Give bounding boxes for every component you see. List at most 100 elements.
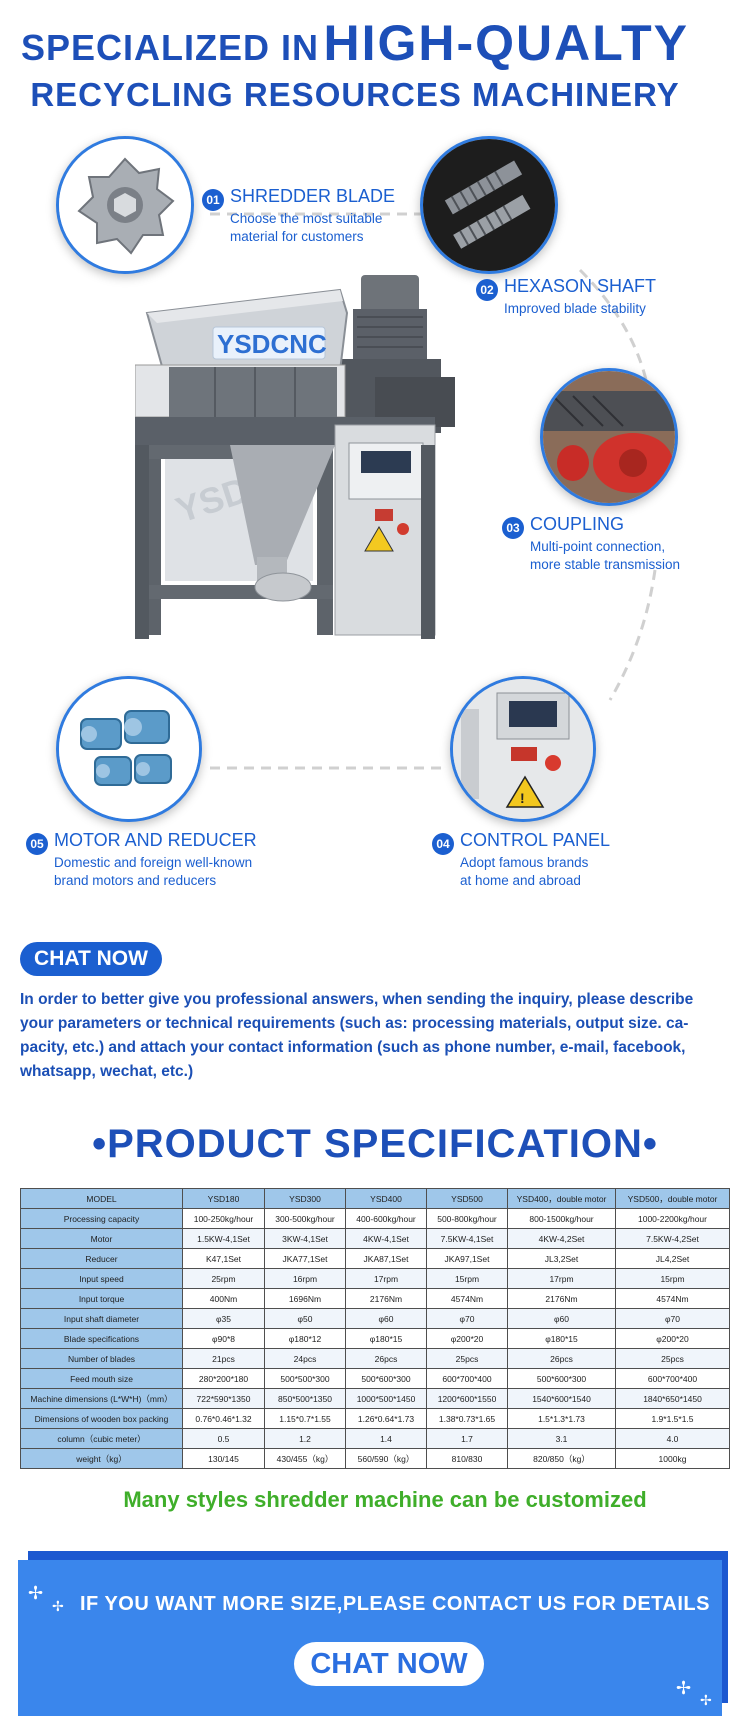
- table-cell: φ70: [615, 1308, 730, 1329]
- table-cell: 1.15*0.7*1.55: [264, 1408, 346, 1429]
- table-cell: 1.2: [264, 1428, 346, 1449]
- svg-text:!: !: [520, 790, 525, 806]
- table-cell: 130/145: [182, 1448, 265, 1469]
- shredder-machine-illustration: YSDCNC YSDCNC: [135, 275, 455, 639]
- table-row: Machine dimensions (L*W*H)（mm）722*590*13…: [20, 1388, 730, 1409]
- table-row-label: Processing capacity: [20, 1208, 183, 1229]
- headline-line1: SPECIALIZED IN HIGH-QUALTY: [0, 14, 710, 72]
- table-cell: 17rpm: [507, 1268, 616, 1289]
- table-cell: 1.38*0.73*1.65: [426, 1408, 508, 1429]
- table-cell: 26pcs: [507, 1348, 616, 1369]
- table-cell: JL4,2Set: [615, 1248, 730, 1269]
- table-cell: 26pcs: [345, 1348, 427, 1369]
- table-row-label: weight（kg）: [20, 1448, 183, 1469]
- feature-02-badge: 02: [476, 279, 498, 301]
- feature-04-desc-line1: Adopt famous brands: [460, 855, 589, 870]
- table-cell: φ180*15: [507, 1328, 616, 1349]
- table-cell: 4KW-4,1Set: [345, 1228, 427, 1249]
- brand-logo: YSDCNC: [217, 329, 327, 359]
- headline-large: HIGH-QUALTY: [323, 15, 689, 71]
- sparkle-icon: ✢: [700, 1692, 712, 1708]
- feature-03-title: COUPLING: [530, 514, 625, 534]
- feature-02-desc: Improved blade stability: [504, 300, 646, 318]
- table-cell: 430/455（kg）: [264, 1448, 346, 1469]
- table-cell: φ60: [507, 1308, 616, 1329]
- headline-line2: RECYCLING RESOURCES MACHINERY: [30, 76, 680, 113]
- feature-02-desc-line1: Improved blade stability: [504, 301, 646, 316]
- feature-05-title: MOTOR AND REDUCER: [54, 830, 257, 850]
- table-row-label: Dimensions of wooden box packing: [20, 1408, 183, 1429]
- sparkle-icon: ✢: [676, 1678, 692, 1698]
- table-cell: 560/590（kg）: [345, 1448, 427, 1469]
- table-row-label: Motor: [20, 1228, 183, 1249]
- motor-reducer-photo: [56, 676, 202, 822]
- table-cell: φ200*20: [615, 1328, 730, 1349]
- sparkle-icon: ✢: [28, 1583, 44, 1603]
- table-row-label: Input speed: [20, 1268, 183, 1289]
- table-header-cell: MODEL: [20, 1188, 183, 1209]
- table-cell: φ90*8: [182, 1328, 265, 1349]
- feature-03-desc-line2: more stable transmission: [530, 557, 681, 572]
- chat-now-pill-button[interactable]: CHAT NOW: [20, 942, 162, 976]
- table-header-cell: YSD400: [345, 1188, 427, 1209]
- banner-chat-now-button[interactable]: CHAT NOW: [294, 1642, 484, 1686]
- connector-lines: [210, 212, 657, 770]
- table-cell: 0.5: [182, 1428, 265, 1449]
- table-row-label: Input torque: [20, 1288, 183, 1309]
- table-cell: φ35: [182, 1308, 265, 1329]
- table-cell: 1.4: [345, 1428, 427, 1449]
- feature-02-title: HEXASON SHAFT: [504, 276, 657, 296]
- headline-small: SPECIALIZED IN: [21, 27, 320, 68]
- table-header-cell: YSD400，double motor: [507, 1188, 616, 1209]
- table-cell: JKA97,1Set: [426, 1248, 508, 1269]
- table-cell: 1.5*1.3*1.73: [507, 1408, 616, 1429]
- table-row-label: Machine dimensions (L*W*H)（mm）: [20, 1388, 183, 1409]
- table-header-cell: YSD500，double motor: [615, 1188, 730, 1209]
- table-cell: 2176Nm: [345, 1288, 427, 1309]
- table-cell: 1840*650*1450: [615, 1388, 730, 1409]
- table-cell: 400Nm: [182, 1288, 265, 1309]
- table-row-label: Reducer: [20, 1248, 183, 1269]
- coupling-photo: [540, 368, 678, 506]
- product-specification-title: •PRODUCT SPECIFICATION•: [92, 1122, 658, 1166]
- feature-05-desc: Domestic and foreign well-known brand mo…: [54, 854, 252, 890]
- table-row-label: Input shaft diameter: [20, 1308, 183, 1329]
- table-cell: 1000kg: [615, 1448, 730, 1469]
- table-cell: 400-600kg/hour: [345, 1208, 427, 1229]
- table-cell: 2176Nm: [507, 1288, 616, 1309]
- feature-03-desc-line1: Multi-point connection,: [530, 539, 666, 554]
- table-cell: 820/850（kg）: [507, 1448, 616, 1469]
- table-cell: φ180*12: [264, 1328, 346, 1349]
- table-row-label: column（cubic meter）: [20, 1428, 183, 1449]
- table-cell: 800-1500kg/hour: [507, 1208, 616, 1229]
- customization-note: Many styles shredder machine can be cust…: [123, 1487, 647, 1512]
- table-cell: φ60: [345, 1308, 427, 1329]
- table-cell: 3KW-4,1Set: [264, 1228, 346, 1249]
- table-cell: 500*600*300: [507, 1368, 616, 1389]
- table-cell: 24pcs: [264, 1348, 346, 1369]
- table-cell: 7.5KW-4,1Set: [426, 1228, 508, 1249]
- table-cell: 0.76*0.46*1.32: [182, 1408, 265, 1429]
- table-header-cell: YSD500: [426, 1188, 508, 1209]
- table-cell: 600*700*400: [615, 1368, 730, 1389]
- table-header-row: MODEL YSD180 YSD300 YSD400 YSD500 YSD400…: [20, 1188, 730, 1209]
- feature-04-title: CONTROL PANEL: [460, 830, 611, 850]
- feature-01-desc-line2: material for customers: [230, 229, 364, 244]
- table-row-label: Number of blades: [20, 1348, 183, 1369]
- table-cell: φ70: [426, 1308, 508, 1329]
- table-cell: 500*500*300: [264, 1368, 346, 1389]
- table-row-label: Feed mouth size: [20, 1368, 183, 1389]
- feature-01-badge: 01: [202, 189, 224, 211]
- table-cell: 1000*500*1450: [345, 1388, 427, 1409]
- table-cell: 1000-2200kg/hour: [615, 1208, 730, 1229]
- table-cell: 15rpm: [426, 1268, 508, 1289]
- table-cell: 1200*600*1550: [426, 1388, 508, 1409]
- table-cell: 7.5KW-4,2Set: [615, 1228, 730, 1249]
